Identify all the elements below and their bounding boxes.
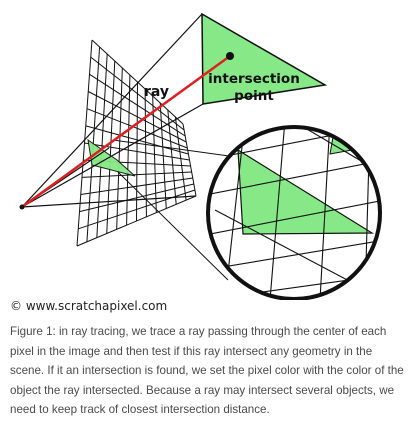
magnified-grid-line (319, 127, 331, 299)
grid-line-vertical (174, 116, 187, 201)
ray-label: ray (144, 84, 169, 100)
intersection-point-dot (226, 52, 234, 60)
copyright-credit: © www.scratchapixel.com (10, 299, 168, 313)
magnifier-circle (206, 125, 382, 300)
frustum-lines (21, 13, 204, 208)
figure-caption: Figure 1: in ray tracing, we trace a ray… (10, 325, 404, 417)
grid-line-horizontal (78, 189, 196, 230)
scene-triangle (201, 12, 328, 105)
magnified-grid-line (208, 159, 380, 196)
magnified-triangle (237, 148, 375, 235)
magnified-grid-line (208, 239, 380, 271)
intersection-label-line2: point (234, 88, 274, 104)
grid-line-vertical (144, 88, 147, 217)
ray-tracing-diagram: ray intersection point (19, 12, 382, 300)
ray-line (21, 54, 231, 209)
magnified-grid-line (269, 127, 286, 299)
magnified-grid-line (208, 199, 380, 236)
intersection-label-line1: intersection (208, 71, 300, 87)
grid-line-horizontal (79, 183, 194, 213)
ray-origin (19, 204, 25, 210)
grid-line-vertical (182, 123, 197, 197)
grid-line-horizontal (76, 195, 197, 247)
